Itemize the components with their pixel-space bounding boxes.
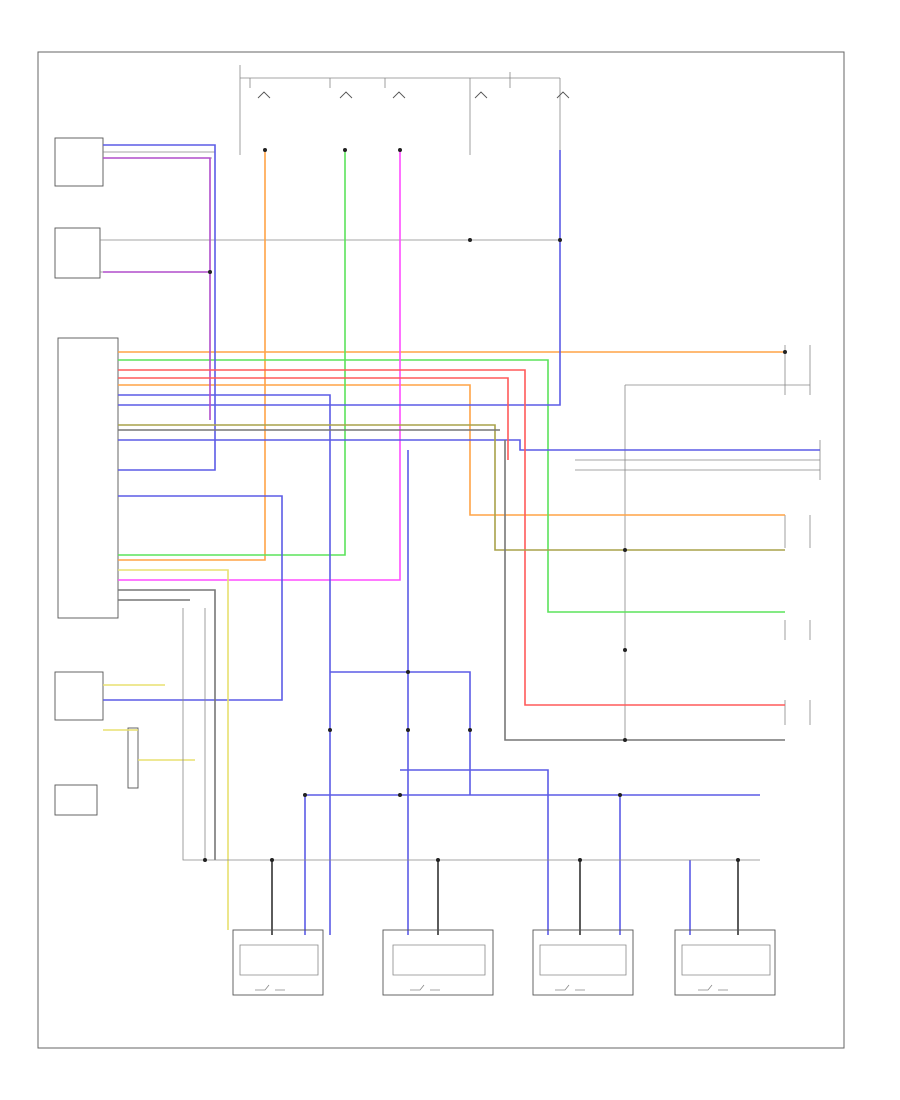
fuse-block [239,65,570,155]
splice-dot-5 [558,238,562,242]
splice-dot-1 [263,148,267,152]
control-module [57,337,119,619]
diagram-frame [37,51,845,1049]
splice-dot-6 [208,270,212,274]
splice-dot-4 [468,238,472,242]
splice-dot-2 [343,148,347,152]
splice-dot-11 [303,793,307,797]
wire-black-29 [271,860,739,935]
ground-bus [182,608,760,861]
right-connector-2 [575,440,821,480]
splice-dot-22 [783,350,787,354]
wire-red-21 [118,377,509,460]
wire-blue-9 [118,394,331,935]
wire-blue-17 [118,439,820,451]
splice-dot-10 [468,728,472,732]
splice-dot-8 [328,728,332,732]
wire-gray-25 [118,589,216,860]
wire-blue-7 [118,150,561,406]
wire-magenta-6 [118,150,401,581]
wire-yellow-23 [103,569,229,930]
splice-dot-15 [270,858,274,862]
splice-dot-9 [406,728,410,732]
top-left-module [54,137,104,187]
wire-orange-1 [118,150,266,561]
connector-block [127,727,139,789]
actuator-unit-1 [232,929,324,996]
wire-orange-3 [118,384,785,516]
wire-gray-27 [504,440,785,741]
splice-dot-12 [398,793,402,797]
wire-olive-22 [118,424,785,551]
splice-dot-14 [203,858,207,862]
right-connector-1 [624,345,811,740]
actuator-unit-3 [532,929,634,996]
wire-green-4 [118,150,346,556]
wire-yellow-24 [103,729,195,761]
splice-dot-20 [623,648,627,652]
splice-dot-16 [436,858,440,862]
wire-red-20 [118,369,785,706]
wire-bundle [103,144,820,935]
wire-blue-8 [103,144,216,471]
wire-purple-19 [103,157,211,420]
right-connector-3 [784,515,811,548]
lower-left-module-1 [54,671,104,721]
wire-blue-10 [103,495,283,701]
wire-blue-13 [400,769,549,935]
splice-dot-18 [736,858,740,862]
splice-dot-17 [578,858,582,862]
lower-left-module-2 [54,784,98,816]
splice-dot-7 [406,670,410,674]
splice-dot-13 [618,793,622,797]
actuator-unit-2 [382,929,494,996]
wire-blue-12 [330,671,471,795]
splice-dot-21 [623,738,627,742]
splice-points [203,148,787,862]
actuator-unit-4 [674,929,776,996]
splice-dot-3 [398,148,402,152]
splice-dot-19 [623,548,627,552]
wire-green-5 [118,359,785,613]
sensor-module [54,227,101,279]
right-connector-4 [784,620,811,725]
